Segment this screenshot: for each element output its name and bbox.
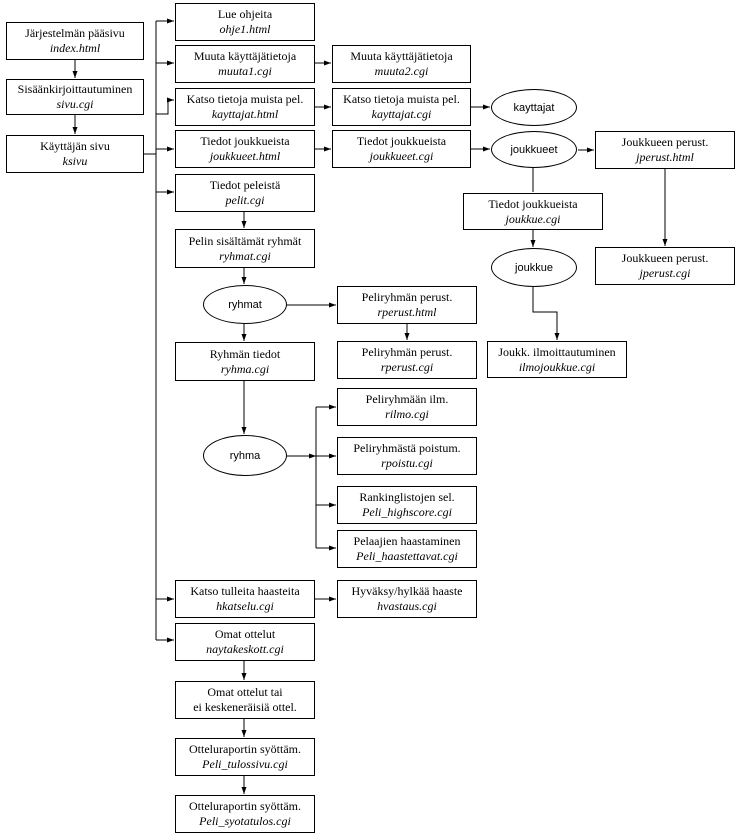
node-title: Pelin sisältämät ryhmät xyxy=(188,233,302,248)
node-title: Peliryhmään ilm. xyxy=(365,392,449,406)
node-file: rperust.cgi xyxy=(380,360,434,374)
node-file: Peli_tulossivu.cgi xyxy=(202,757,288,771)
node-file: Peli_haastettavat.cgi xyxy=(356,549,458,563)
node-file: hvastaus.cgi xyxy=(377,599,437,613)
ellipse-ryhma: ryhma xyxy=(203,435,287,476)
node-title: Joukkueen perust. xyxy=(621,251,709,265)
node-file: joukkue.cgi xyxy=(505,211,561,226)
node-tulossivu: Otteluraportin syöttäm. Peli_tulossivu.c… xyxy=(175,738,315,776)
edge-joukkue-ilmo xyxy=(532,287,560,340)
node-muuta1: Muuta käyttäjätietoja muuta1.cgi xyxy=(175,45,315,83)
node-ryhmat-cgi: Pelin sisältämät ryhmät ryhmat.cgi xyxy=(175,229,315,268)
node-title: Käyttäjän sivu xyxy=(40,139,110,153)
node-title: Katso tietoja muista pel. xyxy=(343,92,460,106)
node-file: rpoistu.cgi xyxy=(381,456,433,470)
node-file: Peli_highscore.cgi xyxy=(362,505,452,519)
node-joukkue-cgi: Tiedot joukkueista joukkue.cgi xyxy=(463,193,603,230)
node-title: Muuta käyttäjätietoja xyxy=(193,49,297,63)
node-file: joukkueet.cgi xyxy=(369,149,434,163)
node-title: Joukkueen perust. xyxy=(621,135,709,149)
node-joukkueet-cgi: Tiedot joukkueista joukkueet.cgi xyxy=(332,130,471,168)
node-title: Rankinglistojen sel. xyxy=(359,490,455,504)
node-title: Hyväksy/hylkää haaste xyxy=(351,584,463,598)
node-ryhma-cgi: Ryhmän tiedot ryhma.cgi xyxy=(175,342,315,381)
node-title: Peliryhmän perust. xyxy=(361,290,453,304)
node-title: Tiedot joukkueista xyxy=(356,134,447,148)
node-title: Tiedot peleistä xyxy=(209,178,281,192)
node-file: rilmo.cgi xyxy=(385,407,429,421)
ellipse-joukkue: joukkue xyxy=(491,248,577,287)
node-file: hkatselu.cgi xyxy=(216,599,274,613)
node-sivu: Sisäänkirjoittautuminen sivu.cgi xyxy=(6,79,144,115)
node-file: ksivu xyxy=(62,154,88,168)
node-rperust-cgi: Peliryhmän perust. rperust.cgi xyxy=(337,341,477,379)
node-subtitle: ei keskeneräisiä ottel. xyxy=(193,700,297,714)
node-title: Katso tulleita haasteita xyxy=(190,584,300,598)
node-omat-ottelut-2: Omat ottelut tai ei keskeneräisiä ottel. xyxy=(175,681,315,719)
node-file: naytakeskott.cgi xyxy=(206,642,284,656)
node-title: Tiedot joukkueista xyxy=(200,134,290,148)
node-file: rperust.html xyxy=(377,305,437,319)
node-ohje: Lue ohjeita ohje1.html xyxy=(175,3,315,41)
node-title: Omat ottelut xyxy=(214,627,276,641)
node-highscore: Rankinglistojen sel. Peli_highscore.cgi xyxy=(337,486,477,524)
node-file: index.html xyxy=(49,41,101,55)
node-haastettavat: Pelaajien haastaminen Peli_haastettavat.… xyxy=(337,530,477,568)
node-file: pelit.cgi xyxy=(225,193,265,207)
node-rpoistu: Peliryhmästä poistum. rpoistu.cgi xyxy=(337,437,477,475)
node-file: sivu.cgi xyxy=(56,97,94,111)
node-title: Otteluraportin syöttäm. xyxy=(189,742,301,756)
node-file: kayttajat.html xyxy=(211,107,279,121)
node-title: Katso tietoja muista pel. xyxy=(186,92,304,106)
ellipse-ryhmat: ryhmat xyxy=(203,285,287,324)
node-title: Omat ottelut tai xyxy=(207,685,283,699)
edge-bus-kayttajat xyxy=(156,97,174,115)
node-title: Tiedot joukkueista xyxy=(488,196,578,211)
node-file: joukkueet.html xyxy=(209,149,281,163)
node-rperust-html: Peliryhmän perust. rperust.html xyxy=(337,286,477,324)
node-muuta2: Muuta käyttäjätietoja muuta2.cgi xyxy=(332,45,471,83)
node-syotatulos: Otteluraportin syöttäm. Peli_syotatulos.… xyxy=(175,795,315,833)
node-hkatselu: Katso tulleita haasteita hkatselu.cgi xyxy=(175,580,315,618)
node-ksivu: Käyttäjän sivu ksivu xyxy=(6,135,144,173)
node-file: kayttajat.cgi xyxy=(371,107,432,121)
node-file: ohje1.html xyxy=(219,22,271,36)
node-file: muuta1.cgi xyxy=(218,64,272,78)
ellipse-kayttajat: kayttajat xyxy=(491,89,577,126)
node-jperust-cgi: Joukkueen perust. jperust.cgi xyxy=(595,247,735,285)
node-file: jperust.cgi xyxy=(639,266,691,280)
node-file: muuta2.cgi xyxy=(374,64,429,78)
node-jperust-html: Joukkueen perust. jperust.html xyxy=(595,131,735,169)
node-title: Järjestelmän pääsivu xyxy=(25,26,125,40)
node-index: Järjestelmän pääsivu index.html xyxy=(6,22,144,60)
node-title: Pelaajien haastaminen xyxy=(353,534,461,548)
node-title: Otteluraportin syöttäm. xyxy=(189,799,301,813)
node-title: Muuta käyttäjätietoja xyxy=(350,49,453,63)
node-file: Peli_syotatulos.cgi xyxy=(199,814,291,828)
node-naytakeskott: Omat ottelut naytakeskott.cgi xyxy=(175,623,315,661)
node-title: Joukk. ilmoittautuminen xyxy=(498,344,616,359)
node-kayttajat-html: Katso tietoja muista pel. kayttajat.html xyxy=(175,88,315,126)
node-file: ilmojoukkue.cgi xyxy=(518,359,596,374)
node-ilmojoukkue: Joukk. ilmoittautuminen ilmojoukkue.cgi xyxy=(487,341,627,378)
node-file: jperust.html xyxy=(636,150,694,164)
node-hvastaus: Hyväksy/hylkää haaste hvastaus.cgi xyxy=(337,580,477,618)
node-title: Peliryhmän perust. xyxy=(361,345,453,359)
node-kayttajat-cgi: Katso tietoja muista pel. kayttajat.cgi xyxy=(332,88,471,126)
node-rilmo: Peliryhmään ilm. rilmo.cgi xyxy=(337,388,477,426)
node-title: Lue ohjeita xyxy=(217,7,273,21)
node-file: ryhma.cgi xyxy=(220,361,270,376)
node-title: Ryhmän tiedot xyxy=(209,346,281,361)
node-file: ryhmat.cgi xyxy=(219,248,271,263)
node-title: Sisäänkirjoittautuminen xyxy=(17,82,133,96)
ellipse-joukkueet: joukkueet xyxy=(491,131,577,168)
node-title: Peliryhmästä poistum. xyxy=(353,441,461,455)
node-pelit: Tiedot peleistä pelit.cgi xyxy=(175,174,315,212)
node-joukkueet-html: Tiedot joukkueista joukkueet.html xyxy=(175,130,315,168)
